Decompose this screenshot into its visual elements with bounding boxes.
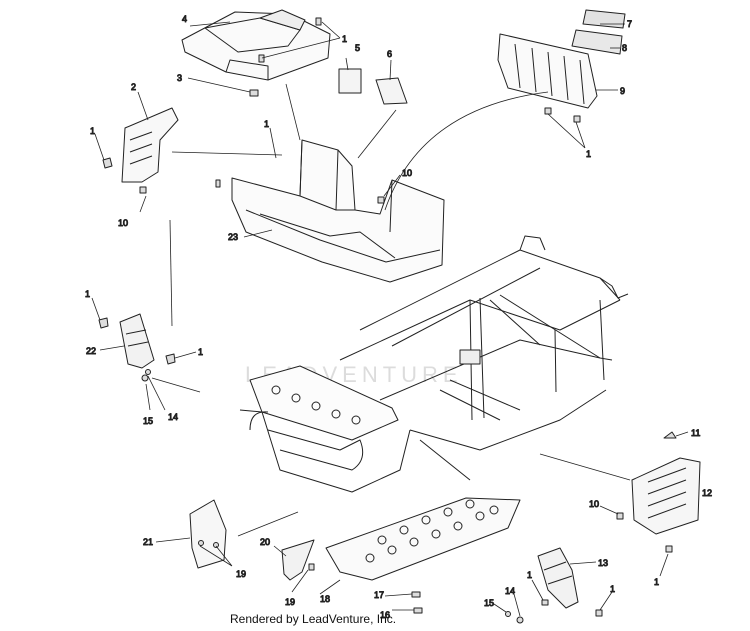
callout: 5 [355, 43, 360, 53]
callout: 1 [654, 577, 659, 587]
callout: 13 [598, 558, 608, 568]
part-18-skid-plate [325, 497, 521, 581]
main-chassis-frame [239, 235, 629, 493]
part-12-right-panel [631, 457, 701, 535]
callout: 14 [168, 412, 178, 422]
callout: 22 [86, 346, 96, 356]
callout: 10 [589, 499, 599, 509]
callout-labels: 4 1 3 2 5 6 7 8 9 1 1 1 10 10 23 1 22 1 … [85, 14, 713, 621]
callout: 19 [236, 569, 246, 579]
callout: 16 [380, 610, 390, 620]
callout: 12 [702, 488, 712, 498]
callout: 14 [505, 586, 515, 596]
callout: 3 [177, 73, 182, 83]
callout: 19 [285, 597, 295, 607]
callout: 1 [90, 126, 95, 136]
callout: 1 [264, 119, 269, 129]
part-20-plate [281, 539, 315, 581]
callout: 10 [402, 168, 412, 178]
callout: 21 [143, 537, 153, 547]
callout: 10 [118, 218, 128, 228]
callout: 8 [622, 43, 627, 53]
rendered-by-footer: Rendered by LeadVenture, Inc. [230, 612, 397, 626]
leader-lines [91, 21, 689, 617]
part-21-bracket [189, 499, 227, 569]
callout: 1 [198, 347, 203, 357]
part-7-decal [582, 9, 626, 29]
callout: 15 [143, 416, 153, 426]
callout: 2 [131, 82, 136, 92]
part-4-seat-base [181, 9, 331, 81]
callout: 4 [182, 14, 187, 24]
part-22-side-bracket [119, 313, 155, 369]
part-5-decal [338, 68, 362, 94]
callout: 23 [228, 232, 238, 242]
part-13-bracket [537, 547, 579, 609]
part-23-floor-tub [231, 139, 445, 283]
part-2-left-panel [121, 107, 179, 183]
callout: 11 [691, 428, 700, 438]
callout: 1 [342, 34, 347, 44]
part-8-decal [571, 29, 623, 55]
callout: 1 [85, 289, 90, 299]
callout: 7 [627, 19, 632, 29]
callout: 6 [387, 49, 392, 59]
callout: 9 [620, 86, 625, 96]
callout: 1 [527, 570, 532, 580]
part-9-rear-panel [497, 33, 598, 109]
callout: 17 [374, 590, 384, 600]
fasteners [98, 17, 677, 624]
part-6-decal [375, 77, 408, 105]
callout: 20 [260, 537, 270, 547]
callout: 18 [320, 594, 330, 604]
callout: 1 [586, 149, 591, 159]
callout: 1 [610, 584, 615, 594]
callout: 15 [484, 598, 494, 608]
